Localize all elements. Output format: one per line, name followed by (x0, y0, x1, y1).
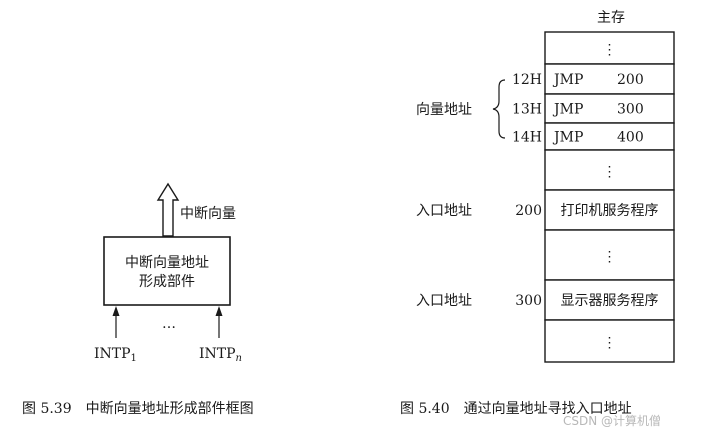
inputs-ellipsis: … (162, 316, 176, 332)
memory-cell (544, 229, 675, 281)
memory-address: 14H (512, 130, 542, 146)
memory-address: 200 (515, 203, 542, 219)
instruction-operand: 300 (617, 102, 644, 118)
memory-cell (544, 63, 675, 95)
memory-address: 300 (515, 293, 542, 309)
input-arrowhead-left (112, 306, 120, 316)
instruction-operand: 400 (617, 130, 644, 146)
vector-address-label: 向量地址 (416, 102, 472, 118)
interrupt-vector-diagram: 中断向量 中断向量地址 形成部件 … INTP1 INTPn 图 5.39 中断… (22, 182, 254, 417)
caption-5-40: 图 5.40 通过向量地址寻找入口地址 (400, 401, 632, 417)
memory-cell (544, 319, 675, 363)
watermark: CSDN @计算机僧 (563, 413, 661, 428)
memory-ellipsis: ⋮ (603, 42, 617, 58)
input-arrowhead-right (215, 306, 223, 316)
service-routine-label: 显示器服务程序 (561, 293, 659, 309)
memory-cell (544, 122, 675, 151)
memory-ellipsis: ⋮ (603, 249, 617, 265)
output-label: 中断向量 (180, 206, 236, 222)
box-text-line2: 形成部件 (139, 274, 195, 290)
instruction-operand: 200 (617, 72, 644, 88)
instruction-opcode: JMP (552, 130, 583, 146)
vector-address-brace (492, 79, 506, 139)
memory-cells: ⋮ JMP 200 12H JMP 300 13H JMP 400 14H ⋮ 打印机服务程序 200 入… (416, 31, 675, 363)
memory-cell (544, 93, 675, 124)
vector-address-unit-box (103, 236, 231, 306)
memory-ellipsis: ⋮ (603, 164, 617, 180)
instruction-opcode: JMP (552, 72, 583, 88)
main-memory-diagram: 主存 ⋮ JMP 200 12H JMP 300 13H JMP 400 14H ⋮ 打印机服务程序 2… (400, 10, 675, 417)
memory-cell (544, 189, 675, 231)
output-arrow (156, 182, 180, 237)
box-text-line1: 中断向量地址 (125, 255, 209, 271)
memory-title: 主存 (597, 10, 625, 26)
caption-5-39: 图 5.39 中断向量地址形成部件框图 (22, 401, 254, 417)
entry-address-label: 入口地址 (416, 293, 472, 309)
instruction-opcode: JMP (552, 102, 583, 118)
memory-address: 13H (512, 102, 542, 118)
input-label-left: INTP1 (94, 346, 137, 364)
memory-ellipsis: ⋮ (603, 335, 617, 351)
memory-cell (544, 149, 675, 191)
entry-address-label: 入口地址 (416, 203, 472, 219)
service-routine-label: 打印机服务程序 (561, 202, 659, 219)
memory-address: 12H (512, 72, 542, 88)
input-label-right: INTPn (199, 346, 242, 364)
memory-cell (544, 31, 675, 65)
